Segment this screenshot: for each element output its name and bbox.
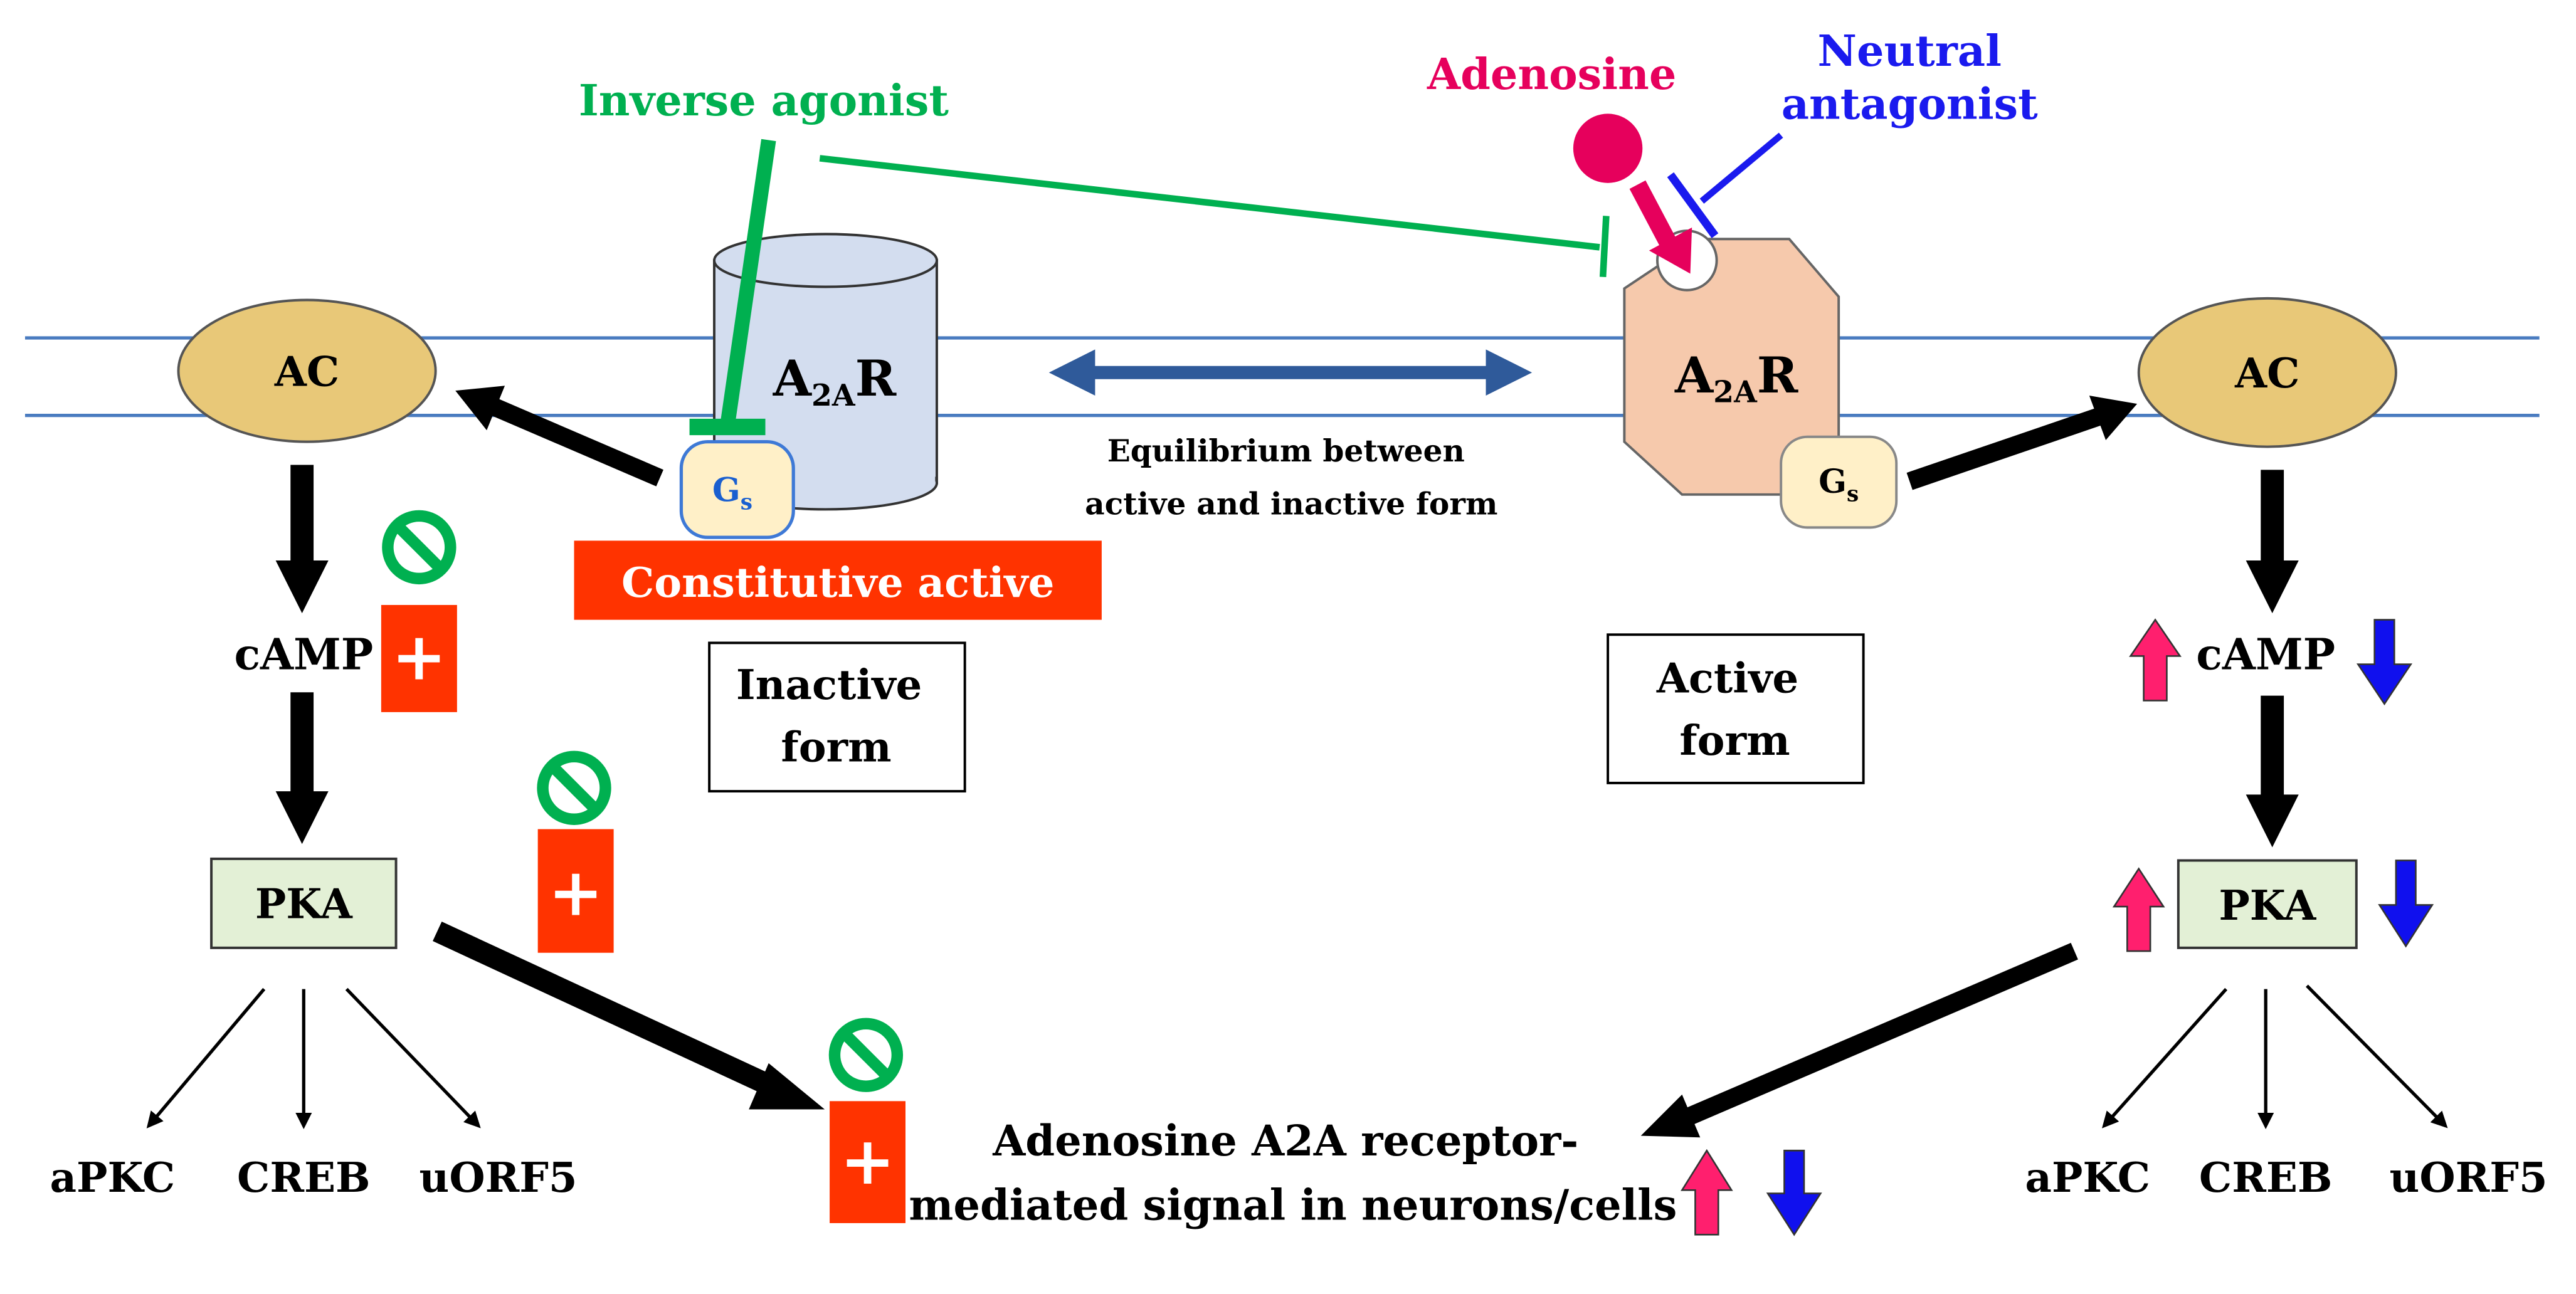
right-pka-to-signal-arrow [1640, 942, 2078, 1138]
right-target-uorf5: uORF5 [2390, 1153, 2548, 1202]
svg-text:+: + [840, 1122, 895, 1199]
pka-down-arrow-icon [2378, 860, 2434, 948]
equilibrium-label: Equilibrium between active and inactive … [1085, 433, 1497, 522]
right-camp-label: cAMP [2196, 629, 2335, 680]
left-pka-to-signal-arrow [433, 922, 825, 1110]
svg-text:Gs: Gs [1819, 463, 1859, 507]
right-adenylyl-cyclase [2137, 297, 2397, 448]
active-receptor-label: A2AR [1674, 346, 1798, 410]
right-target-creb: CREB [2199, 1153, 2333, 1202]
left-target-creb: CREB [237, 1153, 371, 1202]
pka-plus-group: + [537, 750, 614, 953]
left-pka-box [210, 857, 398, 949]
right-camp-to-pka-arrow [2246, 695, 2299, 848]
camp-plus-box [381, 604, 457, 712]
inactive-gs-to-ac-arrow [455, 386, 663, 487]
left-adenylyl-cyclase [177, 298, 437, 443]
active-gs-to-ac-arrow [1906, 396, 2138, 490]
right-pka-box [2177, 859, 2358, 949]
camp-plus-group: + [381, 510, 457, 712]
adenosine-label: Adenosine [1427, 50, 1676, 100]
signal-up-arrow-icon [1681, 1149, 1733, 1236]
inactive-form-box [708, 641, 966, 793]
signal-plus-group: + [828, 1018, 906, 1223]
no-symbol-icon [828, 1018, 904, 1092]
active-receptor: A2AR [1623, 229, 1840, 496]
neutral-antagonist-inhibition [1667, 132, 1783, 238]
left-camp-label: cAMP [234, 629, 373, 680]
right-ac-to-camp-arrow [2246, 470, 2299, 614]
left-camp-to-pka-arrow [275, 692, 329, 844]
no-symbol-icon [382, 510, 457, 585]
right-pka-target-arrows [2102, 984, 2448, 1130]
active-form-box [1607, 633, 1865, 784]
active-gs-protein: Gs [1780, 435, 1898, 529]
inactive-receptor-label: A2AR [773, 349, 897, 413]
constitutive-active-box [574, 540, 1102, 620]
constitutive-active-label: Constitutive active [621, 558, 1054, 607]
left-ac-to-camp-arrow [275, 465, 329, 614]
equilibrium-arrow [1048, 349, 1533, 396]
adenosine-ligand [1573, 113, 1643, 183]
left-ac-label: AC [274, 347, 339, 396]
svg-text:+: + [391, 617, 446, 695]
camp-up-arrow-icon [2129, 618, 2182, 702]
adenosine-binding-arrow [1629, 180, 1692, 274]
right-pka-label: PKA [2219, 881, 2316, 930]
signal-down-arrow-icon [1766, 1149, 1822, 1236]
inverse-agonist-inhibition-lines [689, 139, 1610, 436]
pka-up-arrow-icon [2112, 867, 2165, 952]
left-pka-label: PKA [255, 880, 353, 928]
no-symbol-icon [537, 750, 611, 825]
right-ac-label: AC [2234, 349, 2299, 397]
signal-plus-box [830, 1101, 906, 1223]
svg-text:Gs: Gs [712, 471, 752, 515]
svg-text:+: + [548, 853, 603, 930]
left-target-uorf5: uORF5 [420, 1153, 578, 1202]
camp-down-arrow-icon [2356, 619, 2413, 706]
inverse-agonist-label: Inverse agonist [579, 76, 949, 126]
inactive-form-label: Inactive form [736, 660, 936, 772]
inactive-gs-protein: Gs [679, 440, 795, 539]
active-form-label: Active form [1656, 653, 1813, 765]
left-pka-target-arrows [146, 987, 481, 1130]
right-target-apkc: aPKC [2025, 1153, 2150, 1202]
pka-plus-box [537, 829, 614, 953]
left-target-apkc: aPKC [50, 1153, 175, 1202]
signal-label: Adenosine A2A receptor- mediated signal … [909, 1116, 1677, 1230]
